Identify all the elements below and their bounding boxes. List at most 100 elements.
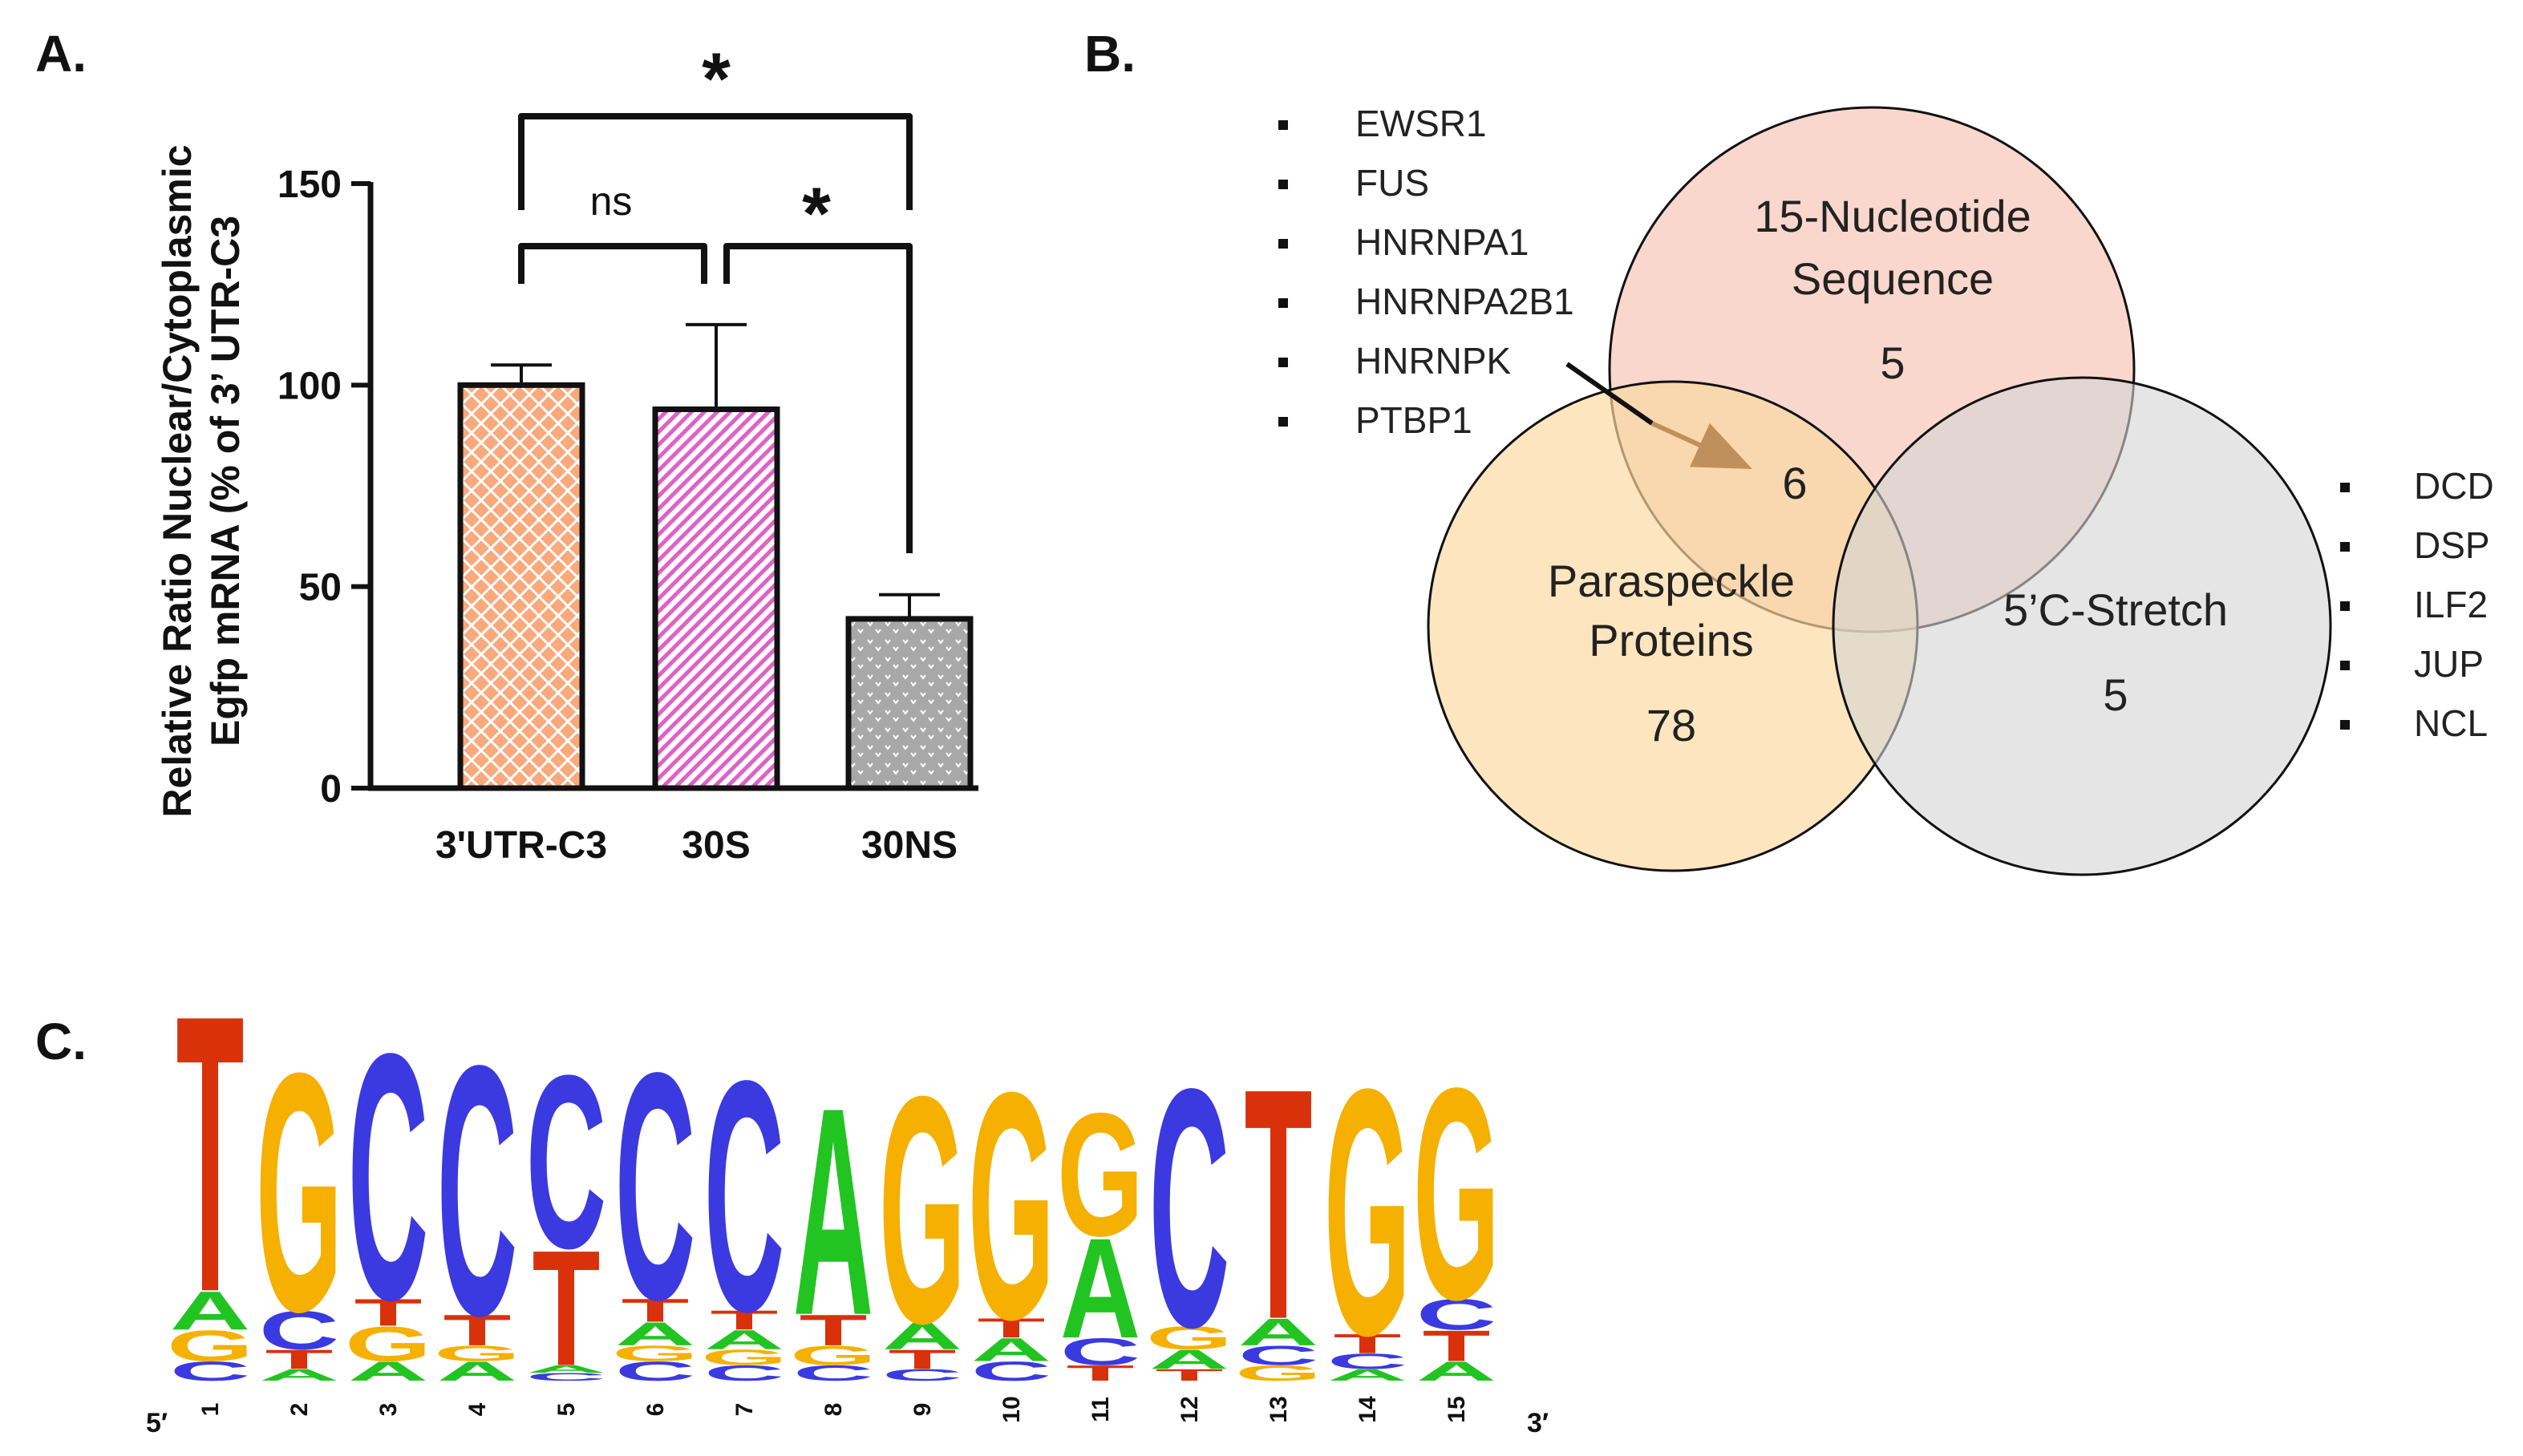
protein-list-item: ILF2 (2414, 584, 2488, 625)
logo-position-label: 6 (642, 1403, 669, 1417)
venn-set-label-15-nucleotide-1: 15-Nucleotide (1754, 191, 2031, 241)
y-axis-label-line1: Relative Ratio Nuclear/Cytoplasmic (155, 144, 200, 817)
logo-position-label: 15 (1444, 1396, 1470, 1422)
significance-bracket (723, 243, 913, 553)
three-prime-label: 3′ (1527, 1408, 1549, 1438)
logo-position-label: 10 (998, 1396, 1025, 1422)
logo-letter: G (1146, 1320, 1233, 1357)
significance-bracket (518, 113, 913, 210)
bar (652, 406, 780, 791)
list-bullet (1278, 239, 1288, 249)
venn-count-paraspeckle: 78 (1646, 700, 1696, 750)
significance-label: * (802, 173, 831, 255)
logo-position-label: 13 (1266, 1396, 1292, 1422)
logo-letter: T (978, 1312, 1046, 1343)
protein-list-item: HNRNPK (1355, 340, 1512, 382)
logo-letter: A (1416, 1356, 1496, 1386)
logo-position-label: 11 (1087, 1397, 1114, 1422)
logo-letter: C (1060, 1331, 1140, 1373)
list-bullet (2340, 661, 2350, 670)
significance-bracket (518, 243, 707, 284)
logo-position-label: 12 (1176, 1396, 1203, 1422)
logo-letter: T (800, 1306, 868, 1355)
logo-letter: T (176, 932, 245, 1374)
list-bullet (2340, 483, 2350, 492)
logo-letter: G (879, 1029, 966, 1390)
list-bullet (2340, 720, 2350, 730)
logo-letter: G (167, 1321, 253, 1370)
list-bullet (1278, 120, 1288, 130)
logo-letter: C (882, 1366, 962, 1385)
list-bullet (1278, 417, 1288, 427)
logo-letter: C (259, 1300, 339, 1361)
y-tick-label: 100 (277, 365, 342, 407)
logo-position-label: 9 (909, 1403, 936, 1417)
logo-letter: G (968, 1025, 1055, 1387)
logo-letter: T (265, 1345, 334, 1375)
intersection-arrow (1565, 362, 1654, 426)
x-tick-label: 30S (682, 824, 750, 867)
list-bullet (1278, 298, 1288, 308)
logo-letter: C (704, 1013, 784, 1380)
logo-letter: C (1416, 1290, 1496, 1339)
panel-letter-a: A. (35, 25, 87, 83)
logo-letter: T (1156, 1366, 1224, 1385)
logo-letter: A (259, 1366, 339, 1385)
logo-letter: T (1334, 1329, 1402, 1359)
logo-position-label: 2 (286, 1403, 313, 1417)
logo-letter: A (348, 1356, 428, 1386)
logo-letter: C (615, 1356, 695, 1386)
logo-letter: A (526, 1363, 606, 1375)
y-tick-label: 50 (299, 567, 342, 609)
protein-list-item: NCL (2414, 702, 2488, 744)
intersection-arrowhead-line (1650, 421, 1752, 469)
logo-letter: A (170, 1280, 250, 1341)
y-tick-label: 0 (320, 768, 342, 811)
logo-letter: T (1423, 1321, 1491, 1370)
venn-diagram: 15-Nucleotide Sequence 5 Paraspeckle Pro… (1278, 103, 2494, 876)
logo-letter: A (793, 1046, 873, 1377)
logo-letter: C (704, 1361, 784, 1385)
venn-count-5c-stretch: 5 (2103, 669, 2128, 720)
logo-letter: A (882, 1315, 962, 1357)
venn-set-label-15-nucleotide-2: Sequence (1792, 253, 1994, 304)
logo-letter: T (443, 1306, 512, 1355)
logo-letter: T (354, 1292, 423, 1334)
logo-letter: A (1060, 1209, 1140, 1368)
logo-letter: T (1067, 1361, 1135, 1385)
venn-circle-5c-stretch (1832, 376, 2332, 876)
logo-letter: C (1327, 1349, 1407, 1374)
logo-letter: A (1238, 1311, 1318, 1353)
bar (845, 616, 974, 791)
logo-letter: G (256, 1001, 342, 1381)
logo-letter: G (612, 1341, 699, 1366)
logo-letter: A (1149, 1345, 1229, 1375)
logo-letter: C (615, 1005, 695, 1367)
logo-letter: T (889, 1345, 957, 1375)
panel-letter-c: C. (35, 1013, 87, 1070)
logo-letter: G (790, 1341, 877, 1371)
venn-count-intersection: 6 (1782, 458, 1807, 508)
protein-list-item: PTBP1 (1355, 399, 1472, 441)
logo-position-label: 14 (1355, 1396, 1381, 1423)
list-bullet (2340, 542, 2350, 552)
logo-letter: C (971, 1356, 1051, 1386)
y-axis-label-line2: Egfp mRNA (% of 3’ UTR-C3 (203, 216, 248, 746)
logo-letter: C (437, 991, 517, 1389)
logo-letter: G (345, 1316, 431, 1372)
protein-list-item: HNRNPA2B1 (1355, 281, 1574, 322)
logo-letter: C (170, 1356, 250, 1386)
protein-list-item: HNRNPA1 (1355, 221, 1529, 263)
protein-list-item: JUP (2414, 643, 2484, 685)
significance-label: ns (590, 179, 633, 224)
logo-position-label: 1 (197, 1403, 224, 1417)
logo-letter: C (348, 981, 428, 1373)
bar (457, 382, 585, 791)
logo-letter: T (711, 1305, 779, 1336)
logo-letter: A (437, 1356, 517, 1386)
list-bullet (1278, 358, 1288, 367)
logo-letter: A (615, 1316, 695, 1353)
logo-position-label: 4 (464, 1402, 491, 1416)
logo-letter: C (1238, 1341, 1318, 1371)
